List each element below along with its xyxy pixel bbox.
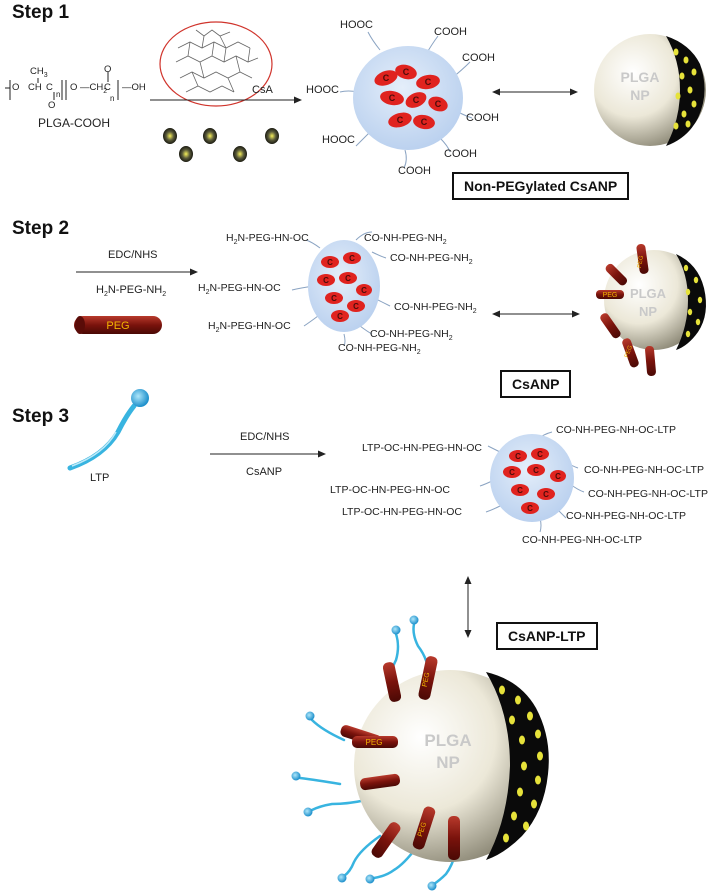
formula-o-down: O [48, 100, 56, 111]
csa-circle [159, 21, 273, 107]
group-cooh-4: COOH [444, 148, 477, 160]
peg-rod-icon [74, 316, 162, 334]
ltp-label: LTP [90, 472, 110, 484]
formula-ch2: —CH2 [80, 82, 108, 95]
formula-o-left: O [12, 82, 20, 93]
step2-reagent-edc: EDC/NHS [108, 249, 158, 261]
svg-text:C: C [515, 452, 521, 461]
plga-structure [5, 72, 119, 100]
formula-o-up: O [104, 64, 112, 75]
formula-n1: n [56, 90, 61, 99]
step3-reagent-csanp: CsANP [246, 466, 283, 478]
equilibrium-arrow-2 [492, 310, 580, 318]
formula-ch3: CH3 [30, 66, 48, 79]
product-label-1: Non-PEGylated CsANP [452, 172, 630, 200]
formula-ch: CH [28, 82, 42, 93]
plga-np-sphere-1 [594, 34, 706, 146]
group-right-3: CO-NH-PEG-NH2 [394, 301, 477, 316]
ltp-group-left-2: LTP-OC-HN-PEG-HN-OC [330, 484, 450, 496]
group-cooh-1: COOH [434, 26, 467, 38]
csa-molecule-icon [175, 29, 259, 93]
pegylated-np-sphere-2 [596, 243, 706, 376]
csa-reagent: CsA [252, 84, 273, 96]
reaction-arrow-3 [210, 450, 326, 458]
svg-text:C: C [421, 117, 428, 127]
group-hooc-3: HOOC [322, 134, 355, 146]
ltp-group-right-2: CO-NH-PEG-NH-OC-LTP [584, 464, 704, 476]
group-left-1: H2N-PEG-HN-OC [226, 232, 309, 247]
svg-text:C: C [413, 95, 420, 105]
plga-cooh-label: PLGA-COOH [38, 116, 111, 130]
nanoparticle-beads [163, 128, 279, 162]
group-hooc-2: HOOC [306, 84, 339, 96]
group-right-4: CO-NH-PEG-NH2 [370, 328, 453, 343]
svg-text:C: C [383, 73, 390, 83]
svg-text:C: C [537, 450, 543, 459]
svg-text:C: C [555, 472, 561, 481]
ltp-group-left-3: LTP-OC-HN-PEG-HN-OC [342, 506, 462, 518]
reaction-arrow-1 [150, 96, 302, 104]
ltp-ligand-icon [67, 389, 149, 471]
svg-text:C: C [327, 258, 333, 267]
svg-text:C: C [509, 468, 515, 477]
ltp-group-left-1: LTP-OC-HN-PEG-HN-OC [362, 442, 482, 454]
formula-oh: —OH [122, 82, 146, 93]
svg-text:C: C [331, 294, 337, 303]
svg-text:C: C [353, 302, 359, 311]
svg-text:C: C [425, 77, 432, 87]
svg-text:C: C [389, 93, 396, 103]
group-cooh-3: COOH [466, 112, 499, 124]
group-cooh-5: COOH [398, 165, 431, 177]
svg-text:C: C [533, 466, 539, 475]
group-left-3: H2N-PEG-HN-OC [208, 320, 291, 335]
equilibrium-arrow-3 [464, 576, 472, 638]
group-left-2: H2N-PEG-HN-OC [198, 282, 281, 297]
ltp-group-right-4: CO-NH-PEG-NH-OC-LTP [566, 510, 686, 522]
equilibrium-arrow-1 [492, 88, 578, 96]
svg-text:C: C [337, 312, 343, 321]
svg-text:C: C [543, 490, 549, 499]
step-2-title: Step 2 [12, 218, 70, 239]
group-right-5: CO-NH-PEG-NH2 [338, 342, 421, 357]
formula-c2: C [104, 82, 111, 93]
svg-text:C: C [403, 67, 410, 77]
svg-text:C: C [361, 286, 367, 295]
svg-text:C: C [527, 504, 533, 513]
group-right-2: CO-NH-PEG-NH2 [390, 252, 473, 267]
ltp-group-right-3: CO-NH-PEG-NH-OC-LTP [588, 488, 708, 500]
csanp-ltp-sphere [291, 615, 549, 891]
svg-text:C: C [435, 99, 442, 109]
svg-text:C: C [345, 274, 351, 283]
svg-text:C: C [397, 115, 404, 125]
reaction-arrow-2 [76, 268, 198, 276]
formula-n2: n [110, 94, 115, 103]
svg-text:C: C [349, 254, 355, 263]
group-right-1: CO-NH-PEG-NH2 [364, 232, 447, 247]
group-cooh-2: COOH [462, 52, 495, 64]
ltp-group-right-5: CO-NH-PEG-NH-OC-LTP [522, 534, 642, 546]
svg-text:C: C [323, 276, 329, 285]
formula-c: C [46, 82, 53, 93]
step2-reagent-peg: H2N-PEG-NH2 [96, 284, 167, 299]
svg-text:C: C [517, 486, 523, 495]
formula-o-mid: O [70, 82, 78, 93]
group-hooc-1: HOOC [340, 19, 373, 31]
product-label-3: CsANP-LTP [496, 622, 598, 650]
step-3-title: Step 3 [12, 406, 70, 427]
product-label-2: CsANP [500, 370, 572, 398]
step-1-title: Step 1 [12, 2, 70, 23]
ltp-group-right-1: CO-NH-PEG-NH-OC-LTP [556, 424, 676, 436]
step3-reagent-edc: EDC/NHS [240, 431, 290, 443]
